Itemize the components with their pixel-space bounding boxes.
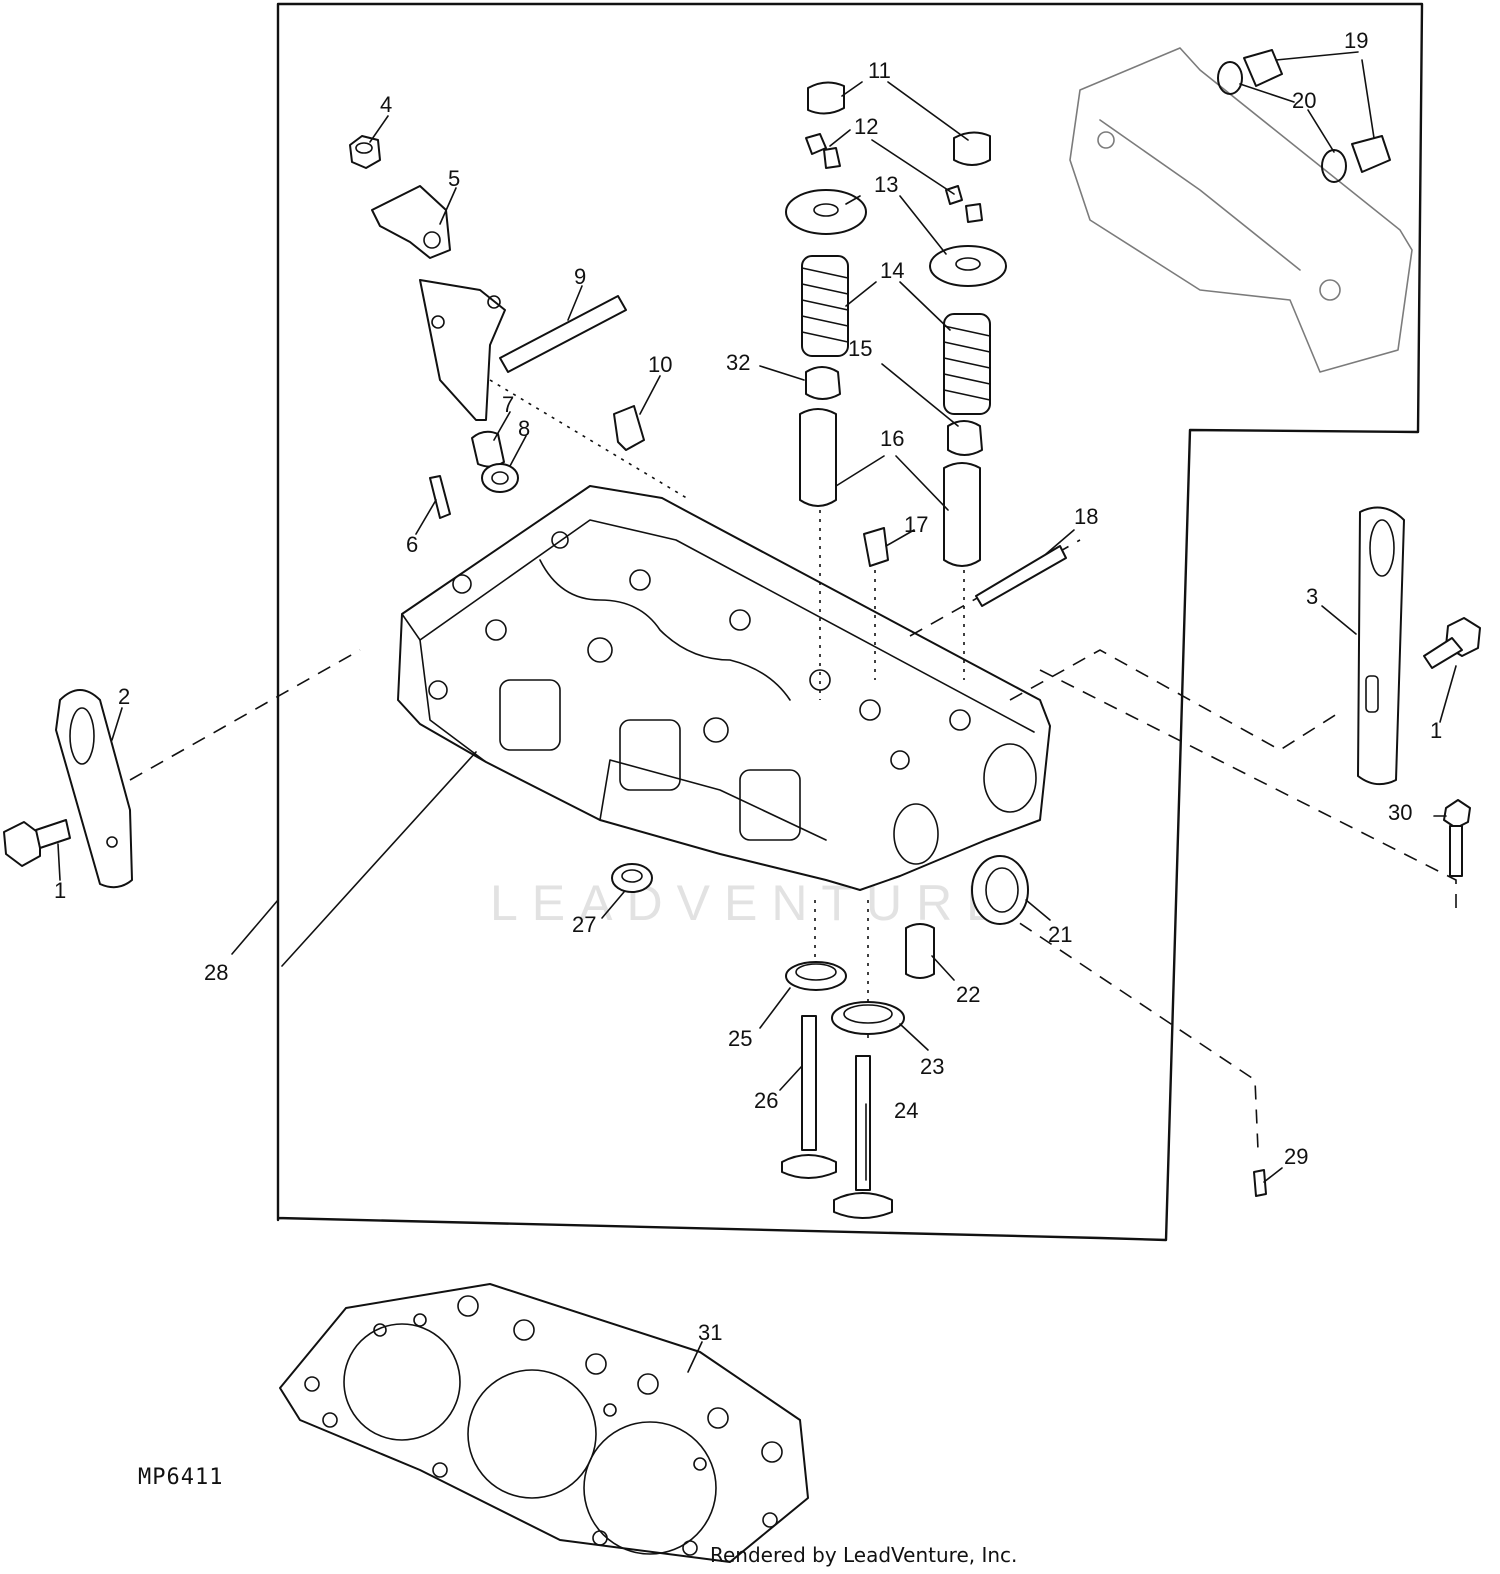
part-head-gasket [279, 1283, 809, 1563]
callout-20: 20 [1292, 88, 1316, 113]
callout-29: 29 [1284, 1144, 1308, 1169]
part-plug-10 [613, 405, 645, 451]
part-cap-11 [807, 81, 991, 166]
callout-13: 13 [874, 172, 898, 197]
callout-28: 28 [204, 960, 228, 985]
figure-code: MP6411 [138, 1465, 223, 1490]
part-bolt-left [3, 819, 71, 867]
callout-22: 22 [956, 982, 980, 1007]
part-valve-26 [781, 1015, 837, 1179]
callout-2: 2 [118, 684, 130, 709]
part-valve-seat-23 [831, 1001, 905, 1035]
part-seal-15 [947, 420, 983, 456]
part-lifting-eye-right [1357, 506, 1405, 786]
part-pump-housing [1069, 47, 1413, 373]
part-seal-21 [971, 855, 1029, 925]
callout-9: 9 [574, 264, 586, 289]
part-washer-20 [1217, 61, 1347, 183]
assembly-line [999, 909, 1259, 1151]
callout-27: 27 [572, 912, 596, 937]
part-spring-14 [801, 255, 991, 415]
callout-17: 17 [904, 512, 928, 537]
assembly-line [129, 649, 361, 781]
callout-11: 11 [868, 58, 891, 83]
part-lifting-eye-left [55, 689, 133, 889]
part-pin-6 [429, 475, 451, 519]
part-plug-17 [863, 527, 889, 567]
callout-26: 26 [754, 1088, 778, 1113]
callouts: 1 1 2 3 4 5 6 7 8 9 10 11 12 13 14 15 16… [54, 28, 1442, 1345]
part-stud-9 [499, 295, 627, 373]
callout-1-right: 1 [1430, 718, 1442, 743]
callout-31: 31 [698, 1320, 722, 1345]
callout-6: 6 [406, 532, 418, 557]
callout-18: 18 [1074, 504, 1098, 529]
part-plug-27 [611, 863, 653, 893]
callout-19: 19 [1344, 28, 1368, 53]
callout-5: 5 [448, 166, 460, 191]
part-keeper-12 [805, 133, 983, 223]
render-credit: Rendered by LeadVenture, Inc. [710, 1543, 1017, 1567]
leader-lines [57, 51, 1457, 1373]
part-stud-18 [975, 545, 1067, 607]
watermark: LEADVENTURE [490, 875, 1014, 931]
part-pin-29 [1253, 1169, 1267, 1197]
part-bolt-30 [1443, 799, 1471, 877]
assembly-line [1039, 669, 1457, 912]
axis-line [489, 379, 691, 501]
callout-12: 12 [854, 114, 878, 139]
assembly-line [1009, 649, 1341, 751]
callout-32: 32 [726, 350, 750, 375]
part-bushing-19 [1243, 49, 1391, 173]
callout-4: 4 [380, 92, 392, 117]
callout-30: 30 [1388, 800, 1412, 825]
callout-7: 7 [502, 392, 514, 417]
callout-14: 14 [880, 258, 904, 283]
callout-8: 8 [518, 416, 530, 441]
part-nut [349, 135, 381, 169]
part-washer-8 [481, 463, 519, 493]
callout-21: 21 [1048, 922, 1072, 947]
cylinder-head [397, 485, 1051, 891]
callout-23: 23 [920, 1054, 944, 1079]
part-dowel-22 [905, 923, 935, 979]
part-bolt-right [1423, 617, 1481, 669]
part-rocker-bracket [371, 185, 506, 421]
part-bushing-7 [471, 430, 505, 468]
part-guide-16 [799, 408, 981, 567]
callout-24: 24 [894, 1098, 918, 1123]
callout-16: 16 [880, 426, 904, 451]
part-seal-32 [805, 366, 841, 400]
callout-10: 10 [648, 352, 672, 377]
callout-3: 3 [1306, 584, 1318, 609]
callout-1-left: 1 [54, 878, 66, 903]
assembly-boundary [276, 2, 1424, 1242]
part-valve-seat-25 [785, 961, 847, 991]
callout-25: 25 [728, 1026, 752, 1051]
part-valve-24 [833, 1055, 893, 1219]
part-retainer-13 [785, 189, 1007, 287]
callout-15: 15 [848, 336, 872, 361]
